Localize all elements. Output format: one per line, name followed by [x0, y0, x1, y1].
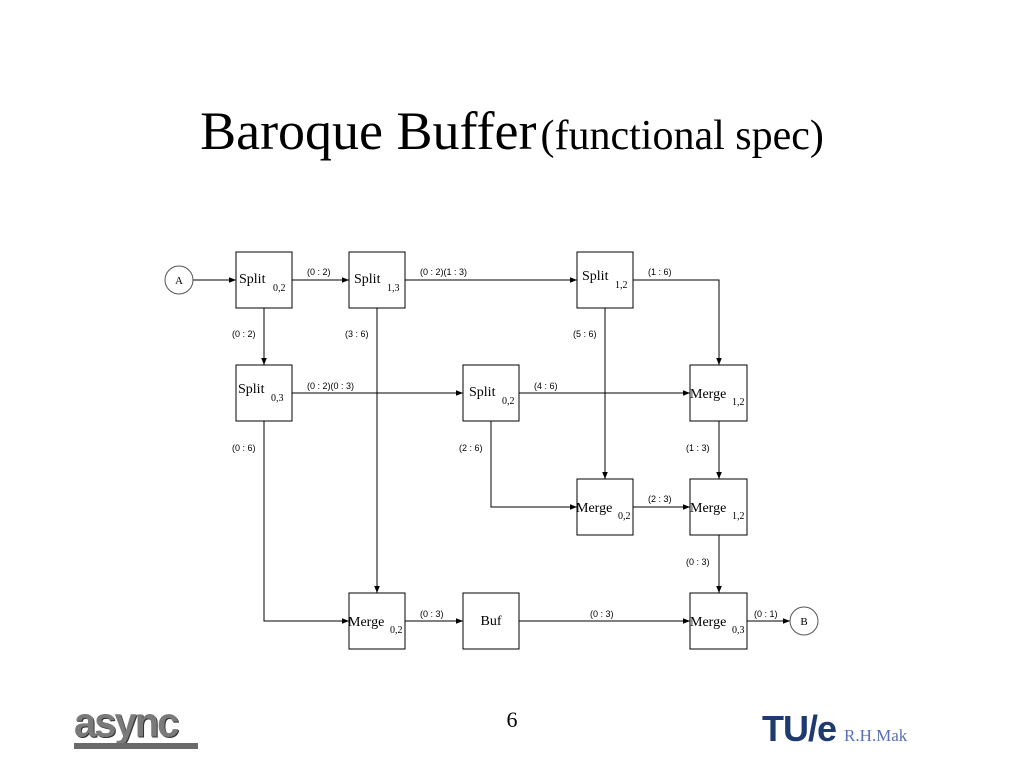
node-split-1-2: Split 1,2: [576, 251, 634, 309]
wire-split03-merge02b: [263, 421, 349, 624]
author-name: R.H.Mak: [844, 726, 908, 745]
node-subscript: 0,3: [732, 625, 745, 636]
node-subscript: 1,2: [732, 397, 745, 408]
node-subscript: 1,3: [387, 283, 400, 294]
edge-label: (5 : 6): [573, 329, 597, 339]
page-number: 6: [506, 707, 518, 732]
slide-title: Baroque Buffer (functional spec): [0, 100, 1024, 162]
async-logo-text: async: [74, 699, 179, 747]
node-name: Merge: [576, 501, 612, 516]
edge-label: (2 : 3): [648, 494, 672, 504]
title-main: Baroque Buffer: [200, 101, 537, 161]
node-split-0-2b: Split 0,2: [462, 364, 520, 422]
node-subscript: 1,2: [615, 280, 628, 291]
edge-label: (0 : 3): [590, 609, 614, 619]
edge-label: (0 : 6): [232, 443, 256, 453]
node-name: Merge: [690, 615, 726, 630]
terminal-label: A: [175, 275, 183, 287]
node-subscript: 0,3: [271, 393, 284, 404]
node-name: Split: [469, 385, 496, 400]
terminal-label: B: [800, 616, 807, 628]
terminal-A: A: [164, 265, 194, 295]
edge-label: (0 : 1): [754, 609, 778, 619]
edge-label: (1 : 3): [686, 443, 710, 453]
edge-labels: (0 : 2) (0 : 2)(1 : 3) (1 : 6) (0 : 2) (…: [232, 267, 778, 619]
node-name: Buf: [481, 614, 502, 629]
edge-label: (0 : 2)(1 : 3): [420, 267, 467, 277]
edge-label: (0 : 3): [686, 557, 710, 567]
node-subscript: 1,2: [732, 511, 745, 522]
edge-label: (0 : 2): [232, 329, 256, 339]
edge-label: (2 : 6): [459, 443, 483, 453]
async-logo-strip: [74, 743, 198, 749]
title-subtitle: (functional spec): [540, 113, 824, 159]
node-split-0-2: Split 0,2: [235, 251, 293, 309]
node-name: Split: [238, 382, 265, 397]
node-name: Split: [354, 272, 381, 287]
terminal-B: B: [789, 606, 819, 636]
node-name: Split: [582, 269, 609, 284]
edge-label: (3 : 6): [345, 329, 369, 339]
node-buf: Buf: [462, 592, 520, 650]
wire-split02b-merge02a: [490, 421, 577, 510]
node-subscript: 0,2: [618, 511, 631, 522]
node-subscript: 0,2: [502, 396, 515, 407]
tue-logo-mark: TU/e: [762, 708, 837, 749]
node-name: Split: [239, 272, 266, 287]
node-name: Merge: [690, 501, 726, 516]
node-merge-0-3: Merge 0,3: [689, 592, 748, 650]
node-name: Merge: [348, 615, 384, 630]
node-merge-0-2a: Merge 0,2: [576, 478, 634, 536]
edge-label: (0 : 3): [420, 609, 444, 619]
node-merge-1-2b: Merge 1,2: [689, 478, 748, 536]
edge-label: (0 : 2)(0 : 3): [307, 381, 354, 391]
node-merge-0-2b: Merge 0,2: [348, 592, 406, 650]
node-subscript: 0,2: [390, 625, 403, 636]
edge-label: (1 : 6): [648, 267, 672, 277]
edge-label: (0 : 2): [307, 267, 331, 277]
tue-logo: TU/e R.H.Mak: [762, 708, 908, 749]
node-subscript: 0,2: [273, 283, 286, 294]
node-split-1-3: Split 1,3: [348, 251, 406, 309]
node-merge-1-2a: Merge 1,2: [689, 364, 748, 422]
node-name: Merge: [690, 387, 726, 402]
async-logo: async: [74, 699, 198, 749]
wire-split12-merge12a: [633, 279, 722, 365]
node-split-0-3: Split 0,3: [235, 364, 293, 422]
edge-label: (4 : 6): [534, 381, 558, 391]
diagram-wires: [193, 277, 790, 624]
